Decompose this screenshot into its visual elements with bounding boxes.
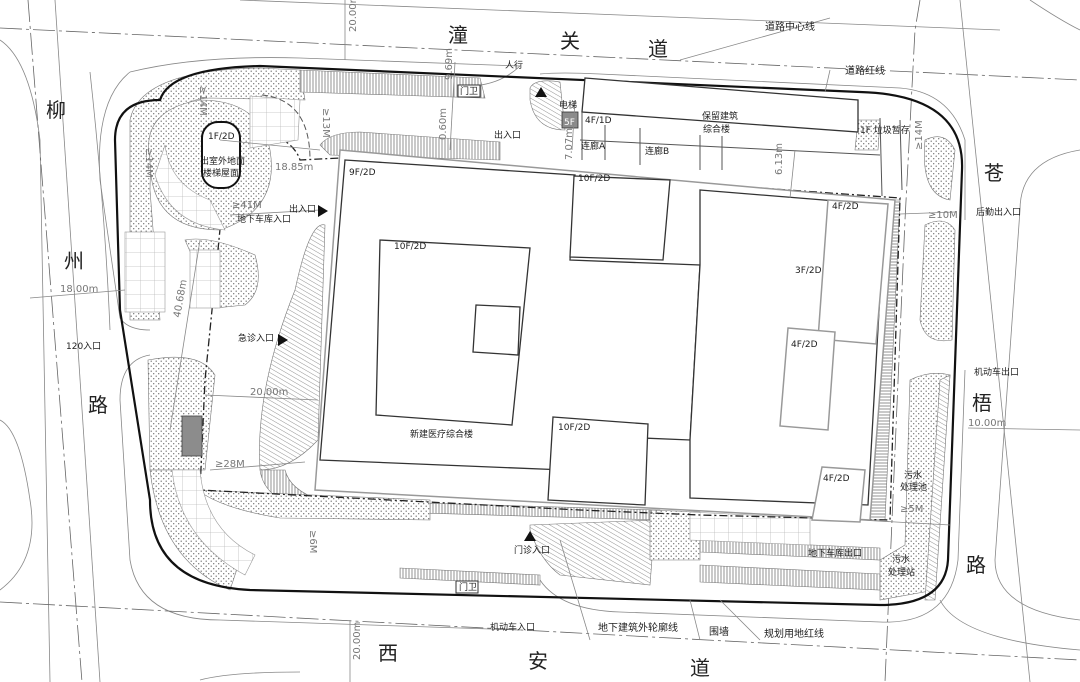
svg-text:120入口: 120入口 bbox=[66, 341, 101, 352]
svg-text:关: 关 bbox=[560, 29, 580, 53]
svg-text:出入口: 出入口 bbox=[494, 129, 521, 141]
svg-text:9.69m: 9.69m bbox=[444, 48, 455, 80]
svg-text:污水: 污水 bbox=[904, 469, 922, 481]
entrance-marker-outpatient bbox=[524, 531, 536, 541]
svg-text:4F/2D: 4F/2D bbox=[791, 340, 818, 350]
svg-text:道: 道 bbox=[648, 37, 668, 61]
svg-text:18.00m: 18.00m bbox=[60, 284, 98, 295]
svg-text:柳: 柳 bbox=[46, 98, 66, 122]
dimension-lines bbox=[29, 0, 1080, 682]
svg-text:处理站: 处理站 bbox=[888, 566, 915, 578]
guard-booth-north bbox=[457, 84, 481, 98]
svg-text:电梯: 电梯 bbox=[559, 99, 577, 111]
svg-text:围墙: 围墙 bbox=[709, 625, 729, 638]
svg-text:安: 安 bbox=[528, 649, 548, 673]
svg-text:≥14M: ≥14M bbox=[143, 148, 154, 178]
svg-text:后勤出入口: 后勤出入口 bbox=[976, 206, 1021, 218]
svg-text:道路红线: 道路红线 bbox=[845, 64, 885, 77]
svg-text:3F/2D: 3F/2D bbox=[795, 266, 822, 276]
svg-text:20.00m: 20.00m bbox=[250, 387, 288, 398]
guard-booth-south bbox=[455, 580, 479, 594]
svg-text:路: 路 bbox=[88, 393, 108, 417]
svg-text:9F/2D: 9F/2D bbox=[349, 168, 376, 178]
svg-text:处理池: 处理池 bbox=[900, 481, 927, 493]
svg-text:≥14M: ≥14M bbox=[914, 120, 925, 150]
svg-text:10F/2D: 10F/2D bbox=[578, 174, 610, 184]
svg-text:0.60m: 0.60m bbox=[438, 108, 449, 140]
svg-text:≥13M: ≥13M bbox=[320, 108, 331, 138]
svg-text:≥14M: ≥14M bbox=[197, 86, 208, 116]
svg-text:4F/2D: 4F/2D bbox=[823, 474, 850, 484]
svg-text:污水: 污水 bbox=[892, 553, 910, 565]
entrance-marker-emergency bbox=[278, 334, 288, 346]
svg-text:≥10M: ≥10M bbox=[928, 210, 958, 221]
svg-text:州: 州 bbox=[64, 249, 84, 273]
svg-text:18.85m: 18.85m bbox=[275, 162, 313, 173]
svg-text:4F/1D: 4F/1D bbox=[585, 116, 612, 126]
svg-text:40.68m: 40.68m bbox=[172, 279, 189, 319]
svg-text:≥28M: ≥28M bbox=[215, 459, 245, 470]
svg-text:10.00m: 10.00m bbox=[968, 418, 1006, 429]
svg-text:连廊A: 连廊A bbox=[581, 140, 606, 152]
building-labels: 新建医疗综合楼 保留建筑 综合楼 连廊A 连廊B 电梯 5F 1F 垃圾暂存 出… bbox=[200, 99, 927, 578]
svg-text:保留建筑: 保留建筑 bbox=[702, 110, 738, 122]
svg-text:综合楼: 综合楼 bbox=[703, 123, 730, 135]
svg-text:7.07m: 7.07m bbox=[564, 128, 575, 160]
svg-text:10F/2D: 10F/2D bbox=[394, 242, 426, 252]
svg-text:6.13m: 6.13m bbox=[774, 143, 785, 175]
svg-text:道路中心线: 道路中心线 bbox=[765, 20, 815, 33]
svg-text:1F/2D: 1F/2D bbox=[208, 132, 235, 142]
svg-text:4F/2D: 4F/2D bbox=[832, 202, 859, 212]
callout-labels: 道路中心线 道路红线 地下建筑外轮廓线 围墙 规划用地红线 bbox=[598, 20, 885, 640]
retained-building bbox=[561, 77, 903, 197]
svg-text:20.00m: 20.00m bbox=[348, 0, 359, 32]
svg-text:≥5M: ≥5M bbox=[900, 504, 923, 515]
svg-text:楼梯屋面: 楼梯屋面 bbox=[203, 167, 239, 179]
svg-text:急诊入口: 急诊入口 bbox=[238, 332, 274, 344]
svg-text:连廊B: 连廊B bbox=[645, 145, 669, 157]
main-hospital-building bbox=[314, 149, 896, 523]
svg-text:门诊入口: 门诊入口 bbox=[514, 544, 550, 556]
road-names: 潼 关 道 西 安 道 柳 州 路 苍 梧 路 bbox=[46, 23, 1004, 680]
svg-text:梧: 梧 bbox=[972, 391, 992, 415]
svg-text:5F: 5F bbox=[564, 118, 575, 128]
svg-text:20.00m: 20.00m bbox=[352, 622, 363, 660]
svg-text:≥41M: ≥41M bbox=[232, 200, 262, 211]
site-boundary-redline bbox=[113, 64, 964, 607]
svg-text:苍: 苍 bbox=[984, 161, 1004, 185]
svg-text:人行: 人行 bbox=[505, 59, 523, 71]
svg-text:规划用地红线: 规划用地红线 bbox=[764, 627, 824, 640]
garage-ramp bbox=[124, 94, 311, 576]
svg-text:机动车入口: 机动车入口 bbox=[490, 621, 535, 633]
svg-text:机动车出口: 机动车出口 bbox=[974, 366, 1019, 378]
entrance-marker-west bbox=[318, 205, 328, 217]
svg-text:新建医疗综合楼: 新建医疗综合楼 bbox=[410, 428, 473, 440]
svg-text:10F/2D: 10F/2D bbox=[558, 423, 590, 433]
floor-tags: 1F/2D 9F/2D 10F/2D 10F/2D 10F/2D 4F/1D 4… bbox=[208, 116, 859, 484]
underground-outline bbox=[199, 127, 901, 521]
svg-text:地下车库出口: 地下车库出口 bbox=[808, 547, 862, 559]
svg-text:地下建筑外轮廓线: 地下建筑外轮廓线 bbox=[598, 621, 678, 634]
svg-text:地下车库入口: 地下车库入口 bbox=[237, 213, 291, 225]
svg-text:路: 路 bbox=[966, 553, 986, 577]
entrance-marker-north bbox=[535, 87, 547, 97]
svg-text:潼: 潼 bbox=[448, 23, 468, 47]
svg-text:门卫: 门卫 bbox=[460, 85, 478, 97]
svg-text:道: 道 bbox=[690, 656, 710, 680]
dimension-labels: 20.00m 20.00m 18.00m 10.00m 9.69m 0.60m … bbox=[60, 0, 1006, 660]
svg-text:出室外地面: 出室外地面 bbox=[200, 155, 245, 167]
svg-text:门卫: 门卫 bbox=[459, 581, 477, 593]
svg-text:1F 垃圾暂存: 1F 垃圾暂存 bbox=[860, 124, 910, 136]
svg-text:出入口: 出入口 bbox=[289, 203, 316, 215]
entrance-labels: 人行 出入口 出入口 地下车库入口 急诊入口 120入口 门诊入口 机动车入口 … bbox=[66, 59, 1021, 633]
svg-text:西: 西 bbox=[378, 641, 398, 665]
svg-text:≥6M: ≥6M bbox=[307, 530, 318, 553]
